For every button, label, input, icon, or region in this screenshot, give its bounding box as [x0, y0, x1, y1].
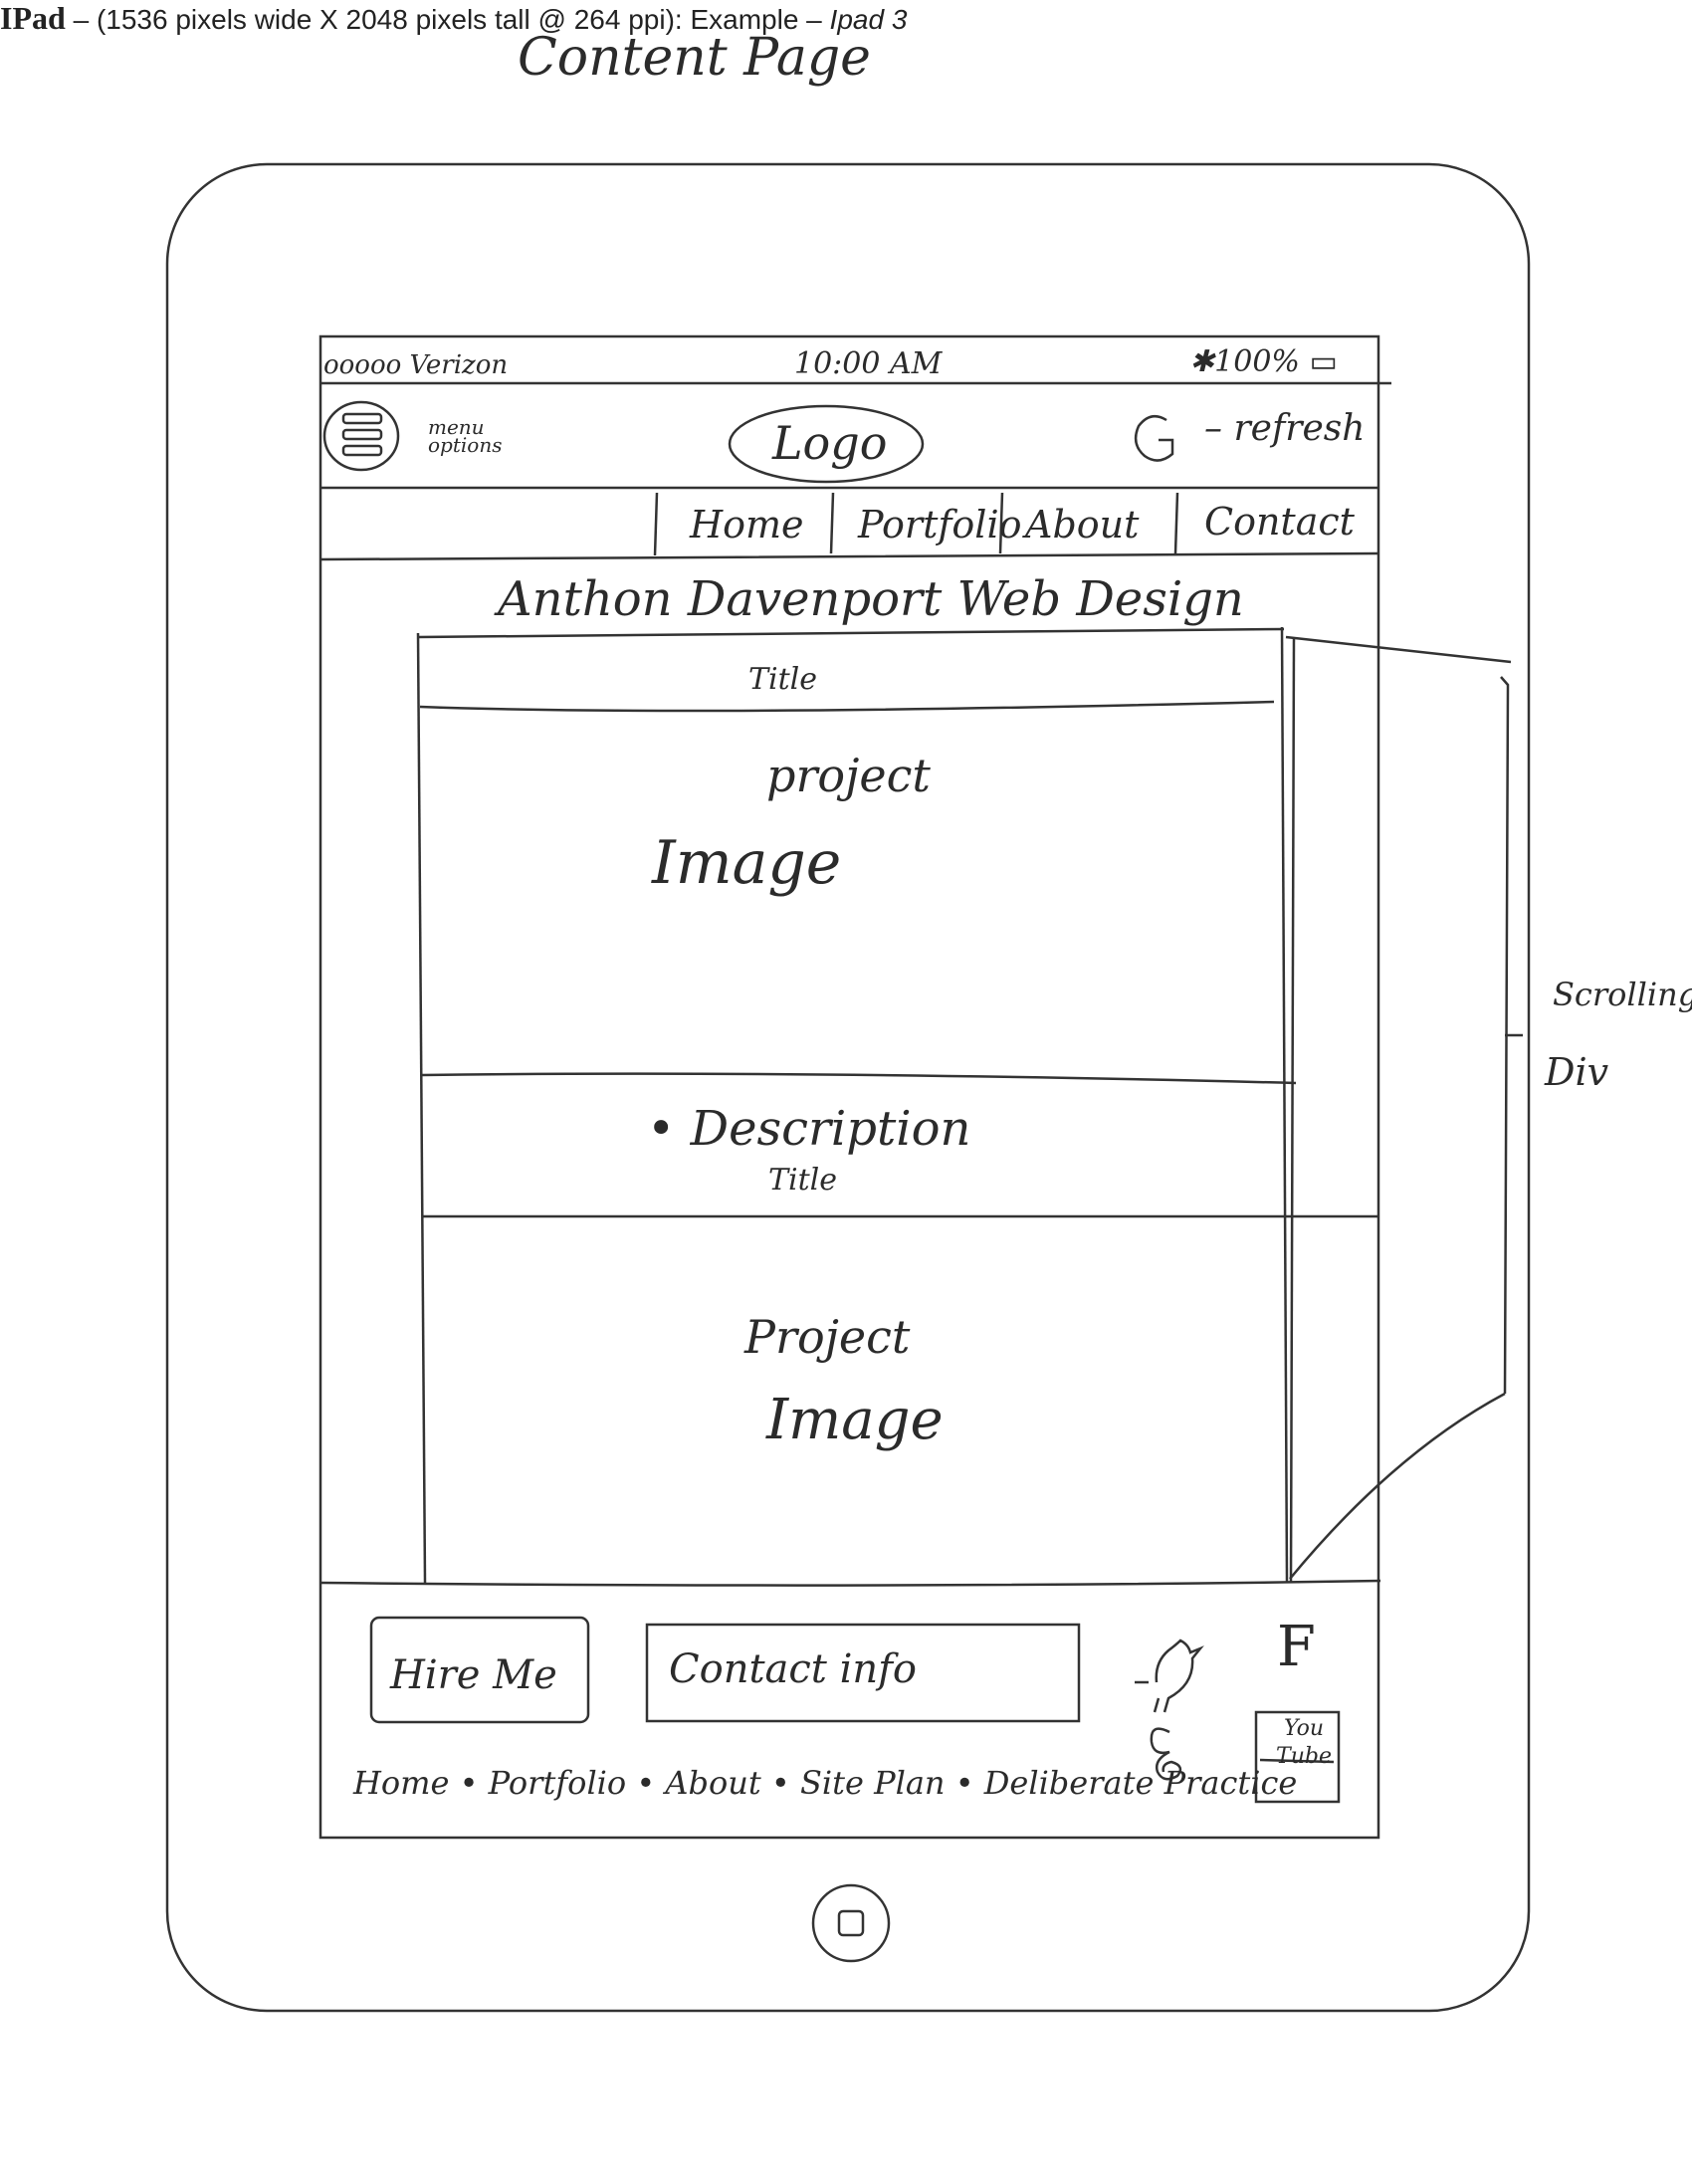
hire-me-outline	[369, 1616, 590, 1724]
block-1-image-divider	[421, 1072, 1297, 1085]
footer-link-home[interactable]: Home	[353, 1764, 450, 1802]
annotation-label-line2: Div	[1545, 1050, 1609, 1094]
nav-separator	[998, 492, 1004, 554]
status-time: 10:00 AM	[794, 346, 943, 381]
nav-separator	[1173, 492, 1179, 554]
block-2-image-caption-line1: Project	[744, 1310, 911, 1364]
footer-link-portfolio[interactable]: Portfolio	[488, 1764, 627, 1802]
page-title: Content Page	[518, 28, 871, 88]
nav-item-about[interactable]: About	[1025, 503, 1140, 546]
device-name: IPad	[0, 0, 66, 36]
nav-separator	[653, 492, 659, 556]
ipad-frame	[165, 162, 1531, 2013]
block-2-image-caption-line2: Image	[766, 1388, 944, 1452]
description-bullet: •	[647, 1101, 691, 1157]
nav-item-home[interactable]: Home	[690, 503, 804, 546]
youtube-divider	[1259, 1758, 1335, 1764]
nav-separator	[829, 492, 835, 554]
block-1-title-divider	[419, 700, 1275, 713]
scroll-frame-right	[1280, 626, 1289, 1584]
battery-icon: ▭	[1299, 344, 1338, 379]
nav-item-contact[interactable]: Contact	[1204, 500, 1355, 544]
hire-me-button[interactable]: Hire Me	[390, 1652, 557, 1698]
footer-links: Home • Portfolio • About • Site Plan • D…	[353, 1764, 1297, 1802]
youtube-label-line1: You	[1283, 1716, 1325, 1741]
block-1-description: • Description	[647, 1101, 970, 1157]
footer-link-site-plan[interactable]: Site Plan	[799, 1764, 946, 1802]
scroll-frame-left	[416, 632, 427, 1584]
footer-link-separator: •	[459, 1764, 479, 1802]
youtube-label-line2: Tube	[1276, 1744, 1332, 1769]
menu-label-line1: menu	[428, 415, 485, 439]
logo-outline	[728, 404, 925, 484]
device-spec-line: IPad – (1536 pixels wide X 2048 pixels t…	[0, 0, 1692, 37]
menu-circle-outline	[322, 400, 400, 472]
block-1-image-caption-line1: project	[766, 749, 931, 802]
logo[interactable]: Logo	[772, 416, 888, 470]
footer-link-deliberate-practice[interactable]: Deliberate Practice	[983, 1764, 1298, 1802]
ipad-screen	[318, 334, 1380, 1840]
footer-link-about[interactable]: About	[665, 1764, 761, 1802]
block-1-image-caption-line2: Image	[652, 828, 842, 898]
spec-example: Ipad 3	[829, 4, 908, 35]
contact-info-field[interactable]: Contact info	[669, 1646, 918, 1692]
spec-detail: (1536 pixels wide X 2048 pixels tall @ 2…	[96, 4, 830, 35]
battery-percent: 100%	[1214, 344, 1300, 379]
annotation-label-line1: Scrolling	[1553, 976, 1692, 1013]
home-button-square-icon	[837, 1909, 865, 1937]
status-carrier: ooooo Verizon	[323, 350, 509, 380]
spec-dash: –	[65, 4, 97, 35]
refresh-icon[interactable]	[1134, 414, 1174, 462]
bluetooth-icon: ✱	[1189, 344, 1215, 379]
menu-bar	[341, 444, 383, 457]
block-1-title: Title	[748, 662, 818, 697]
status-battery: ✱100% ▭	[1189, 344, 1338, 379]
menu-label-line2: options	[428, 433, 503, 457]
scroll-frame-right-inner	[1289, 636, 1296, 1584]
menu-bar	[341, 412, 383, 425]
footer-link-separator: •	[954, 1764, 974, 1802]
footer-link-separator: •	[770, 1764, 790, 1802]
contact-info-outline	[645, 1623, 1081, 1723]
twitter-bird-icon[interactable]	[1135, 1638, 1204, 1713]
site-title: Anthon Davenport Web Design	[498, 571, 1244, 627]
refresh-label[interactable]: – refresh	[1204, 408, 1366, 449]
menu-bar	[341, 428, 383, 441]
annotation-bracket	[1285, 635, 1523, 1580]
footer-divider	[319, 1579, 1381, 1587]
scroll-frame-top	[417, 627, 1285, 639]
google-plus-icon[interactable]	[1150, 1727, 1182, 1781]
nav-divider	[319, 551, 1379, 561]
description-text: Description	[690, 1101, 971, 1157]
facebook-icon[interactable]: F	[1277, 1615, 1316, 1679]
home-button[interactable]	[811, 1883, 891, 1963]
youtube-outline	[1254, 1710, 1341, 1804]
footer-link-separator: •	[636, 1764, 656, 1802]
nav-item-portfolio[interactable]: Portfolio	[858, 503, 1022, 546]
block-2-title: Title	[768, 1163, 838, 1198]
